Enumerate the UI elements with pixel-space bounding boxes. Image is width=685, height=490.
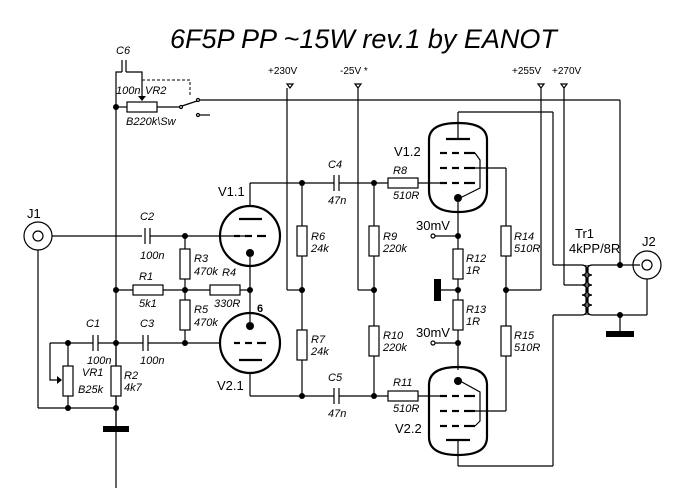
c2-capacitor: C2 100n [140, 211, 249, 262]
svg-text:100n: 100n [140, 355, 164, 367]
svg-text:-25V *: -25V * [340, 66, 368, 77]
r14-r15-chain: R14 510R R15 510R [475, 225, 541, 412]
r1-resistor: R1 5k1 [113, 271, 210, 310]
svg-text:R8: R8 [393, 165, 408, 177]
svg-text:R12: R12 [466, 253, 486, 265]
ground-symbol [606, 331, 634, 337]
svg-text:R2: R2 [124, 370, 138, 382]
svg-text:+270V: +270V [552, 66, 582, 77]
supply-270v: +270V [552, 66, 582, 285]
svg-text:510R: 510R [514, 342, 540, 354]
svg-text:V2.2: V2.2 [395, 421, 422, 436]
j1-input-jack: J1 [23, 206, 142, 409]
supply-255v: +255V [512, 66, 546, 290]
svg-text:C1: C1 [86, 318, 100, 330]
svg-text:B220k\Sw: B220k\Sw [126, 116, 177, 128]
svg-text:C2: C2 [140, 211, 154, 223]
svg-text:510R: 510R [514, 243, 540, 255]
r4-resistor: R4 330R [209, 267, 253, 310]
svg-text:R14: R14 [514, 231, 534, 243]
tube-v1-2: V1.2 [394, 111, 554, 265]
svg-text:R1: R1 [139, 271, 153, 283]
svg-text:R7: R7 [311, 334, 326, 346]
supply-230v: +230V [268, 66, 298, 290]
j2-output-jack: J2 [632, 234, 662, 315]
svg-text:100n: 100n [140, 250, 164, 262]
svg-text:330R: 330R [214, 298, 240, 310]
svg-text:V2.1: V2.1 [217, 378, 244, 393]
r11-resistor: R11 510R [387, 377, 445, 415]
r6-r7-chain: R6 24k R7 24k [287, 180, 329, 399]
svg-text:220k: 220k [382, 342, 407, 354]
tube-v2-1: V2.1 6 [185, 290, 334, 397]
c5-capacitor: C5 47n [328, 372, 388, 420]
svg-text:47n: 47n [328, 408, 346, 420]
tube-v2-2: V2.2 [395, 315, 554, 467]
svg-text:510R: 510R [393, 190, 419, 202]
vr2-c6-group: C6 100n VR2 B220k\Sw [113, 45, 210, 488]
svg-text:1R: 1R [466, 265, 480, 277]
svg-text:100n: 100n [116, 85, 140, 97]
svg-text:4kPP/8R: 4kPP/8R [569, 241, 620, 256]
svg-text:R4: R4 [222, 267, 236, 279]
svg-text:+230V: +230V [268, 66, 298, 77]
output-transformer: Tr1 4kPP/8R [553, 226, 647, 337]
c4-capacitor: C4 47n [328, 159, 388, 207]
svg-text:+255V: +255V [512, 66, 542, 77]
svg-text:V1.1: V1.1 [218, 184, 245, 199]
supply-bias: -25V * [340, 66, 368, 290]
r3-r5-chain: R3 470k R5 470k [179, 233, 218, 346]
svg-text:J2: J2 [642, 234, 656, 249]
r9-r10-chain: R9 220k R10 220k [358, 180, 407, 399]
svg-text:C6: C6 [116, 45, 131, 57]
svg-text:470k: 470k [194, 317, 218, 329]
svg-text:R3: R3 [194, 253, 209, 265]
input-network: C1 100n C3 100n VR1 B25k R2 4k7 [49, 318, 185, 432]
svg-text:R11: R11 [393, 377, 412, 389]
svg-text:100n: 100n [87, 355, 111, 367]
ground-symbol [103, 426, 129, 432]
svg-text:24k: 24k [310, 346, 329, 358]
svg-text:R6: R6 [311, 231, 326, 243]
svg-text:4k7: 4k7 [124, 382, 143, 394]
svg-text:30mV: 30mV [416, 325, 450, 340]
svg-text:R10: R10 [383, 330, 404, 342]
svg-text:C3: C3 [140, 318, 155, 330]
tube-v1-1: V1.1 [218, 182, 334, 290]
svg-text:510R: 510R [393, 403, 419, 415]
svg-text:24k: 24k [310, 243, 329, 255]
svg-text:C4: C4 [328, 159, 342, 171]
r8-resistor: R8 510R [387, 165, 445, 202]
svg-text:B25k: B25k [78, 384, 104, 396]
ground-symbol [434, 279, 441, 301]
svg-text:30mV: 30mV [416, 218, 450, 233]
svg-text:J1: J1 [27, 206, 41, 221]
svg-text:R15: R15 [514, 330, 535, 342]
svg-text:C5: C5 [328, 372, 343, 384]
svg-text:6: 6 [257, 303, 263, 315]
svg-text:47n: 47n [328, 195, 346, 207]
svg-text:VR2: VR2 [145, 85, 166, 97]
svg-text:220k: 220k [382, 243, 407, 255]
svg-text:R9: R9 [383, 231, 397, 243]
svg-text:Tr1: Tr1 [575, 226, 594, 241]
svg-text:VR1: VR1 [82, 367, 103, 379]
svg-text:R13: R13 [466, 304, 487, 316]
cathode-chain: 30mV R12 1R R13 1R 30mV [416, 218, 487, 370]
svg-text:5k1: 5k1 [139, 298, 157, 310]
schematic-title: 6F5P PP ~15W rev.1 by EANOT [170, 24, 559, 54]
svg-text:470k: 470k [194, 266, 218, 278]
svg-text:1R: 1R [466, 316, 480, 328]
svg-text:V1.2: V1.2 [394, 144, 421, 159]
svg-text:R5: R5 [194, 304, 209, 316]
